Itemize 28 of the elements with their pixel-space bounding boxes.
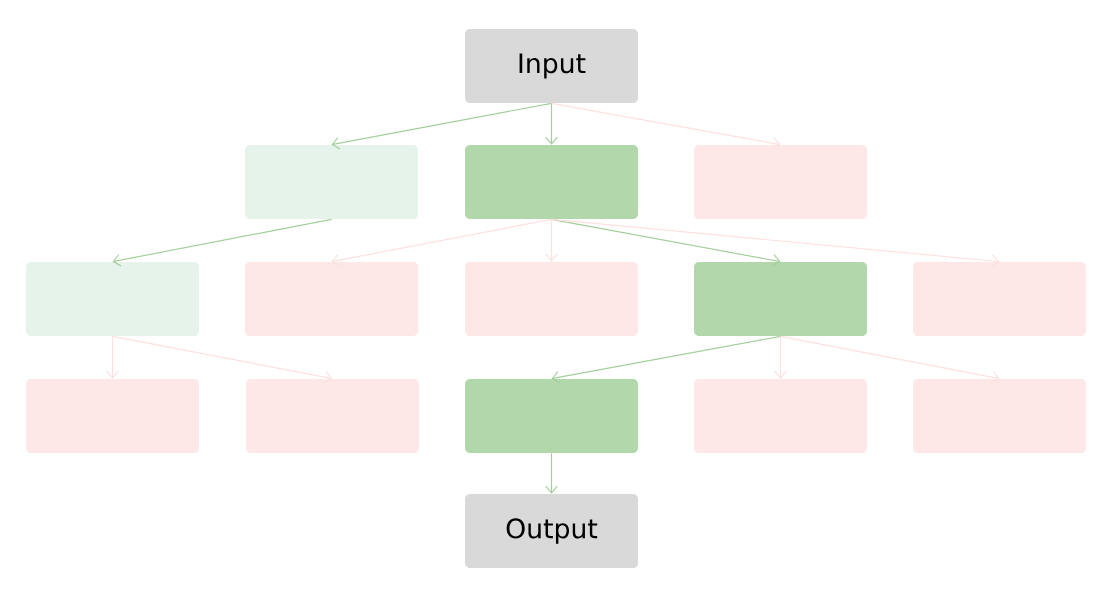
arrow (545, 452, 558, 494)
arrow (331, 102, 553, 150)
process-box (245, 262, 418, 336)
arrow (331, 218, 553, 267)
process-box (246, 379, 419, 453)
process-box (465, 262, 638, 336)
arrow (779, 335, 1000, 384)
process-box (26, 379, 199, 453)
process-box (465, 145, 638, 219)
arrow (112, 218, 333, 267)
process-box (465, 379, 638, 453)
arrow (550, 218, 1000, 268)
arrow (106, 335, 119, 379)
process-box (26, 262, 199, 336)
process-box (245, 145, 418, 219)
terminal-box: Input (465, 29, 638, 103)
process-box (694, 379, 867, 453)
arrow (545, 102, 558, 145)
arrow (111, 335, 333, 384)
process-box (913, 379, 1086, 453)
process-box (694, 145, 867, 219)
arrow (550, 102, 781, 150)
arrow (545, 218, 558, 262)
process-box (694, 262, 867, 336)
arrow (774, 335, 787, 379)
process-box (913, 262, 1086, 336)
arrow (551, 335, 782, 384)
terminal-box: Output (465, 494, 638, 568)
